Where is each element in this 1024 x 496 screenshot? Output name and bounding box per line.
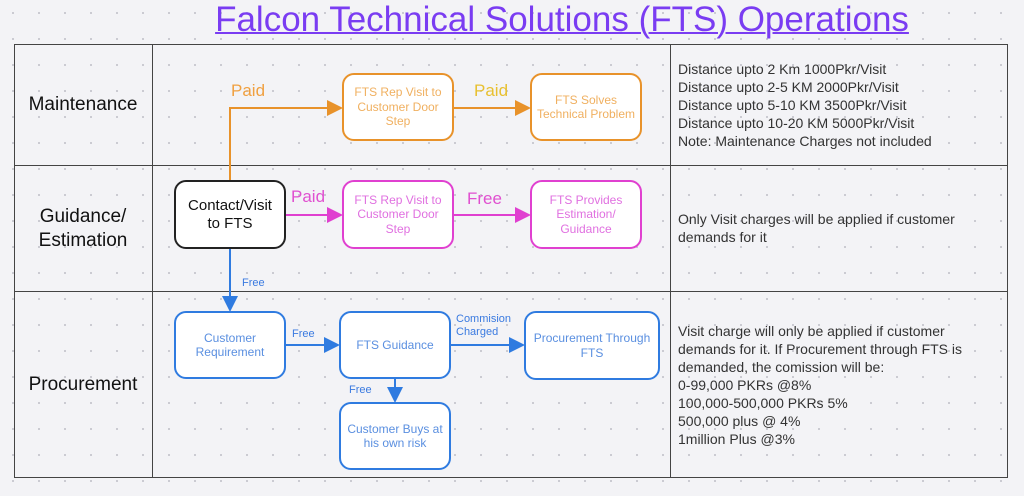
row-label-procurement: Procurement — [28, 374, 138, 395]
guide-provide-box: FTS Provides Estimation/ Guidance — [530, 180, 642, 249]
maint-visit-box: FTS Rep Visit to Customer Door Step — [342, 73, 454, 141]
note-line: Distance upto 2 Km 1000Pkr/Visit — [678, 61, 887, 77]
row-divider — [14, 165, 1008, 166]
guide-visit-box: FTS Rep Visit to Customer Door Step — [342, 180, 454, 249]
maintenance-notes: Distance upto 2 Km 1000Pkr/Visit Distanc… — [678, 60, 1003, 150]
note-line: 100,000-500,000 PKRs 5% — [678, 395, 848, 411]
operations-table — [14, 44, 1008, 478]
arrow — [229, 100, 343, 180]
note-line: Distance upto 10-20 KM 5000Pkr/Visit — [678, 115, 915, 131]
edge-label: Paid — [474, 81, 509, 100]
procurement-notes: Visit charge will only be applied if cus… — [678, 322, 1003, 448]
edge-label: Paid — [231, 81, 266, 100]
fts-guidance-box: FTS Guidance — [339, 311, 451, 379]
procurement-through-box: Procurement Through FTS — [524, 311, 660, 380]
edge-label: Paid — [291, 187, 326, 206]
note-line: 1million Plus @3% — [678, 431, 795, 447]
row-divider — [14, 291, 1008, 292]
column-divider — [152, 44, 153, 478]
edge-label: Free — [242, 277, 265, 289]
edge-label: Commision Charged — [456, 313, 512, 339]
note-line: 500,000 plus @ 4% — [678, 413, 801, 429]
note-line: Distance upto 5-10 KM 3500Pkr/Visit — [678, 97, 907, 113]
note-line: Note: Maintenance Charges not included — [678, 133, 932, 149]
row-label-guidance: Guidance/ Estimation — [38, 206, 128, 251]
edge-label: Free — [292, 328, 315, 340]
customer-requirement-box: Customer Requirement — [174, 311, 286, 379]
note-line: 0-99,000 PKRs @8% — [678, 377, 812, 393]
edge-label: Free — [467, 189, 502, 208]
maint-solve-box: FTS Solves Technical Problem — [530, 73, 642, 141]
edge-label: Free — [349, 384, 372, 396]
customer-buys-box: Customer Buys at his own risk — [339, 402, 451, 470]
page-title: Falcon Technical Solutions (FTS) Operati… — [215, 0, 909, 39]
row-label-maintenance: Maintenance — [28, 94, 138, 115]
contact-box: Contact/Visit to FTS — [174, 180, 286, 249]
note-line: Visit charge will only be applied if cus… — [678, 323, 963, 375]
guidance-notes: Only Visit charges will be applied if cu… — [678, 211, 955, 245]
column-divider — [670, 44, 671, 478]
note-line: Distance upto 2-5 KM 2000Pkr/Visit — [678, 79, 899, 95]
